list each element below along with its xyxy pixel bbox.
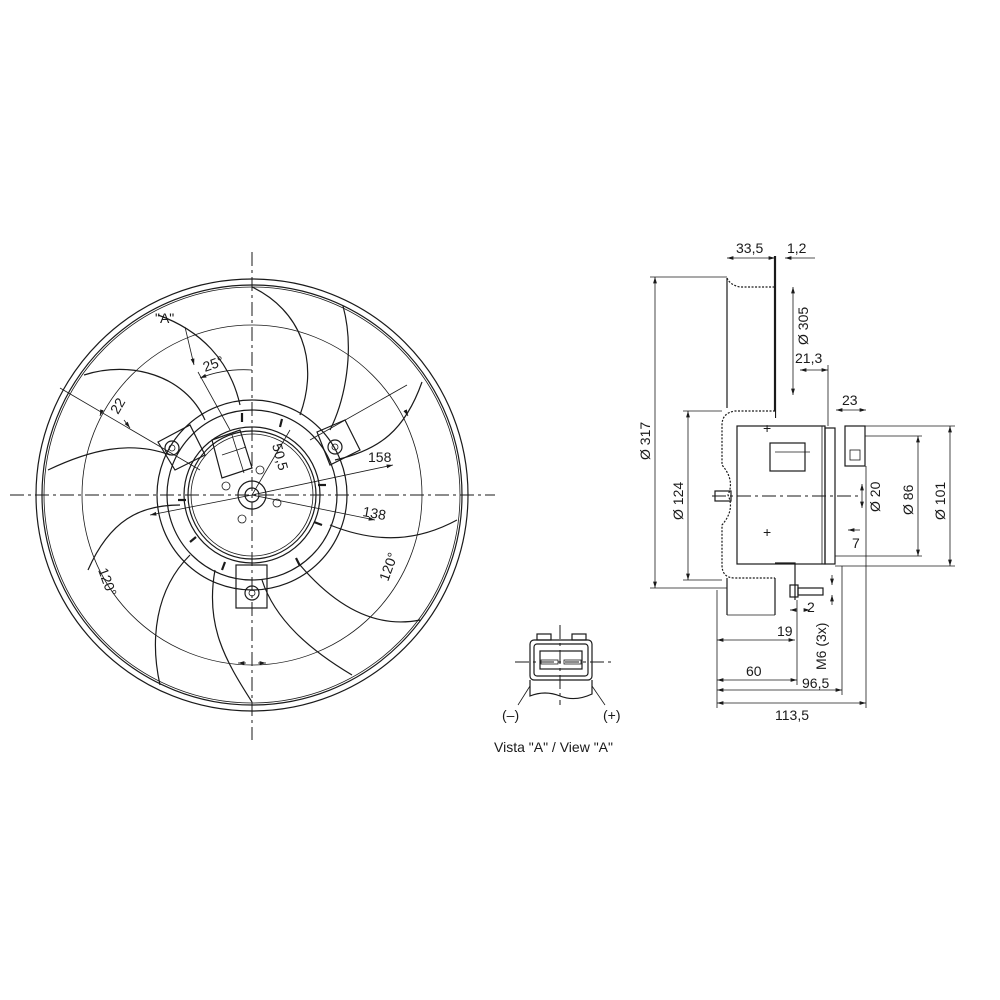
hub-housing xyxy=(721,410,775,579)
side-view: + + 33,5 1,2 xyxy=(637,240,955,723)
dim-113-5-label: 113,5 xyxy=(775,707,809,723)
dim-317-label: Ø 317 xyxy=(637,422,653,460)
motor-screws xyxy=(221,465,282,524)
thread-m6-label: M6 (3x) xyxy=(813,623,829,670)
dim-2-label: 2 xyxy=(807,599,815,615)
dim-circle xyxy=(81,324,423,666)
connector xyxy=(211,429,253,479)
view-a-marker: "A" xyxy=(155,310,174,326)
dim-19-label: 19 xyxy=(777,623,793,639)
outer-ring xyxy=(35,278,469,712)
dim-124-label: Ø 124 xyxy=(670,482,686,520)
positive-terminal-label: (+) xyxy=(603,707,621,723)
negative-terminal-label: (–) xyxy=(502,707,519,723)
angle-120-left-label: 120° xyxy=(95,566,120,599)
dim-33-5-label: 33,5 xyxy=(736,240,763,256)
front-view: "A" 25° 22 50,5 158 138 120° 120° xyxy=(10,252,495,740)
dim-138-label: 138 xyxy=(361,503,387,523)
dim-60-label: 60 xyxy=(746,663,762,679)
mounting-bracket-right xyxy=(316,419,361,466)
dim-1-2-label: 1,2 xyxy=(787,240,807,256)
svg-text:+: + xyxy=(763,420,771,436)
dim-7-label: 7 xyxy=(852,535,860,551)
dim-86-label: Ø 86 xyxy=(900,484,916,515)
dim-101-label: Ø 101 xyxy=(932,482,948,520)
dim-50-5-label: 50,5 xyxy=(269,442,292,473)
angle-120-right-label: 120° xyxy=(376,550,401,583)
mounting-bracket-left xyxy=(157,424,206,471)
dim-22-label: 22 xyxy=(107,395,129,417)
connector-side xyxy=(844,425,866,467)
shaft-hub xyxy=(237,480,267,510)
angle-25-label: 25° xyxy=(201,353,226,375)
dim-158-label: 158 xyxy=(368,449,392,465)
dim-96-5-label: 96,5 xyxy=(802,675,829,691)
mounting-bracket-bottom xyxy=(235,564,268,609)
dim-23-label: 23 xyxy=(842,392,858,408)
dim-21-3-label: 21,3 xyxy=(795,350,822,366)
dim-20-label: Ø 20 xyxy=(867,481,883,512)
connector-view-a: (–) (+) Vista "A" / View "A" xyxy=(494,625,621,755)
dim-305-label: Ø 305 xyxy=(795,307,811,345)
svg-text:+: + xyxy=(763,524,771,540)
view-a-caption: Vista "A" / View "A" xyxy=(494,739,613,755)
outer-ring-inner xyxy=(41,284,463,706)
